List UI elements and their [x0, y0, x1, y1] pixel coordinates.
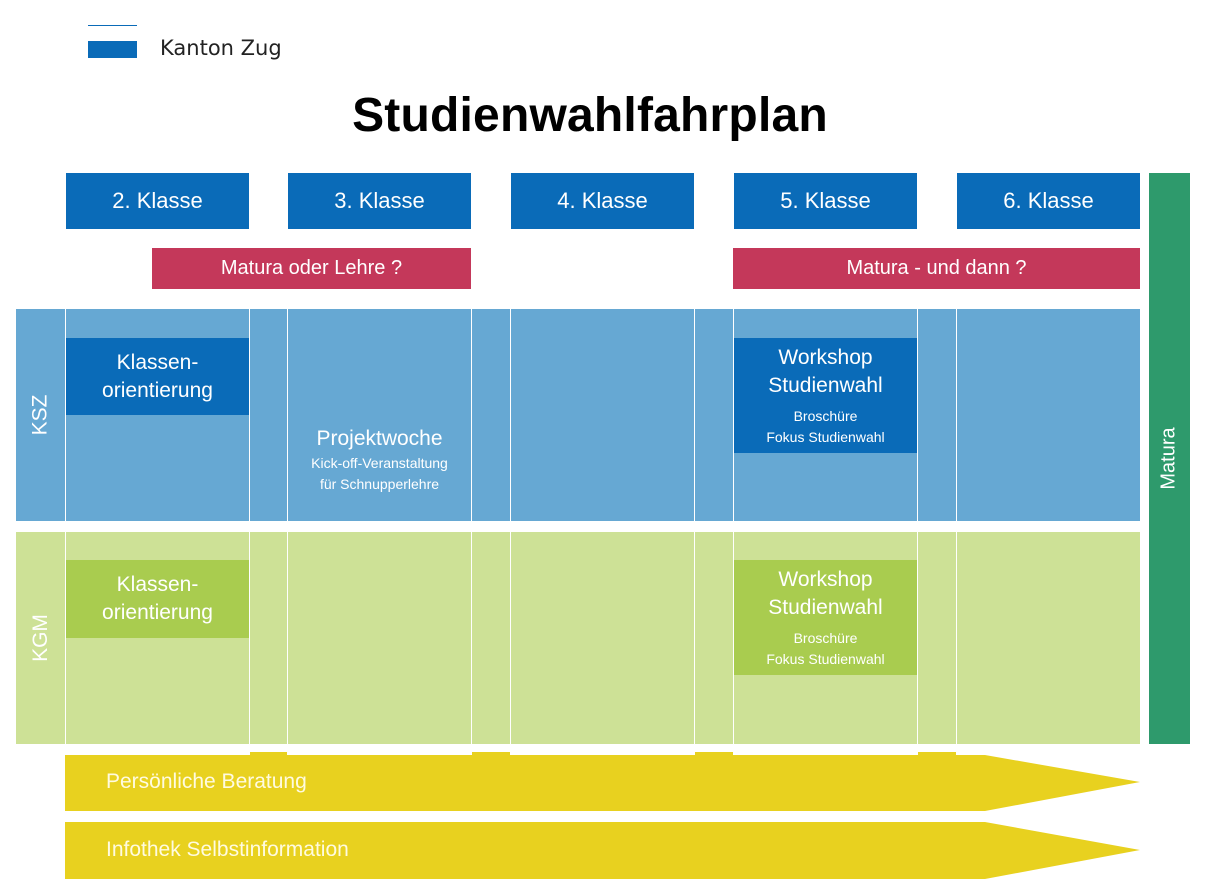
box-title-line: orientierung [102, 601, 213, 624]
logo-bar [88, 41, 137, 58]
kgm-grid-line [694, 532, 695, 744]
kgm-grid-line [956, 532, 957, 744]
kgm-grid-line [65, 532, 66, 744]
ksz-klassenorientierung: Klassen- orientierung [66, 338, 249, 415]
box-title-line: orientierung [102, 378, 213, 402]
matura-bar: Matura [1149, 173, 1190, 744]
kgm-klassenorientierung: Klassen- orientierung [66, 560, 249, 638]
arrow-tab [250, 752, 287, 756]
kgm-grid-line [733, 532, 734, 744]
class-header-5: 5. Klasse [734, 173, 917, 229]
page-title: Studienwahlfahrplan [352, 89, 828, 142]
box-title-line: Klassen- [116, 573, 199, 596]
arrow-label-infothek: Infothek Selbstinformation [106, 838, 349, 861]
workshop-line: Fokus Studienwahl [766, 428, 885, 445]
ksz-grid-line [287, 309, 288, 521]
workshop-line: Broschüre [793, 407, 858, 424]
ksz-grid-line [65, 309, 66, 521]
arrow-tab [918, 752, 956, 756]
projektwoche-line: Kick-off-Veranstaltung [311, 455, 448, 471]
kgm-grid-line [510, 532, 511, 744]
workshop-title-line: Studienwahl [768, 373, 883, 397]
projektwoche-title: Projektwoche [316, 427, 443, 450]
ksz-projektwoche: Projektwoche Kick-off-Veranstaltung für … [288, 424, 471, 496]
arrow-label-beratung: Persönliche Beratung [106, 770, 307, 793]
projektwoche-line: für Schnupperlehre [319, 476, 440, 492]
ksz-workshop-studienwahl: Workshop Studienwahl Broschüre Fokus Stu… [734, 338, 917, 453]
arrow-tab [695, 752, 733, 756]
box-title-line: Klassen- [116, 350, 199, 374]
ksz-grid-line [694, 309, 695, 521]
workshop-title-line: Workshop [778, 345, 873, 369]
logo-text: Kanton Zug [160, 36, 282, 60]
kgm-grid-line [249, 532, 250, 744]
ksz-grid-line [917, 309, 918, 521]
kgm-grid-line [917, 532, 918, 744]
logo-line [88, 25, 137, 26]
kgm-workshop-studienwahl: Workshop Studienwahl Broschüre Fokus Stu… [734, 560, 917, 675]
arrow-persoenliche-beratung [65, 755, 1140, 811]
ksz-grid-line [956, 309, 957, 521]
ksz-grid-line [510, 309, 511, 521]
ksz-grid-line [733, 309, 734, 521]
ksz-grid-line [249, 309, 250, 521]
workshop-title-line: Studienwahl [768, 595, 883, 619]
ksz-grid-line [471, 309, 472, 521]
workshop-line: Broschüre [793, 629, 858, 646]
kgm-grid-line [471, 532, 472, 744]
workshop-line: Fokus Studienwahl [766, 650, 885, 667]
class-header-2: 2. Klasse [66, 173, 249, 229]
class-header-4: 4. Klasse [511, 173, 694, 229]
kgm-grid-line [287, 532, 288, 744]
arrow-infothek [65, 822, 1140, 879]
question-matura-und-dann: Matura - und dann ? [733, 248, 1140, 289]
arrow-tab [472, 752, 510, 756]
class-header-3: 3. Klasse [288, 173, 471, 229]
class-header-6: 6. Klasse [957, 173, 1140, 229]
question-matura-oder-lehre: Matura oder Lehre ? [152, 248, 471, 289]
workshop-title-line: Workshop [778, 567, 873, 591]
